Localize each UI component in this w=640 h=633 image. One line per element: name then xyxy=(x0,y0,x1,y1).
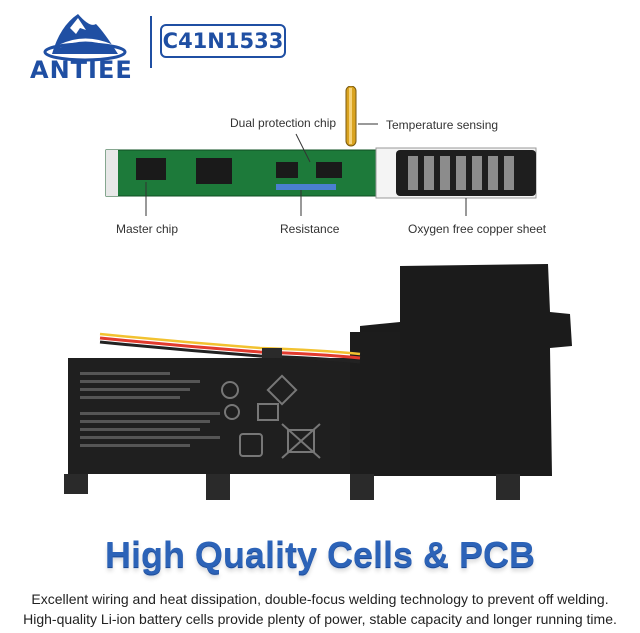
description-line-1: Excellent wiring and heat dissipation, d… xyxy=(31,591,609,607)
callout-resistance: Resistance xyxy=(280,222,340,236)
header-divider xyxy=(150,16,152,68)
description-line-2: High-quality Li-ion battery cells provid… xyxy=(23,611,617,627)
brand-name: ANTIEE xyxy=(30,56,133,84)
battery-image xyxy=(60,262,582,510)
callout-dual-protection-chip: Dual protection chip xyxy=(230,116,337,130)
brand-logo xyxy=(30,6,140,82)
mountain-icon xyxy=(43,14,127,62)
pcb-illustration xyxy=(96,85,546,218)
callout-temperature-sensing: Temperature sensing xyxy=(386,118,499,132)
callout-master-chip: Master chip xyxy=(116,222,179,236)
headline: High Quality Cells & PCB xyxy=(104,534,536,575)
callout-oxygen-free-copper: Oxygen free copper sheet xyxy=(408,222,547,236)
model-badge: C41N1533 xyxy=(160,24,286,58)
